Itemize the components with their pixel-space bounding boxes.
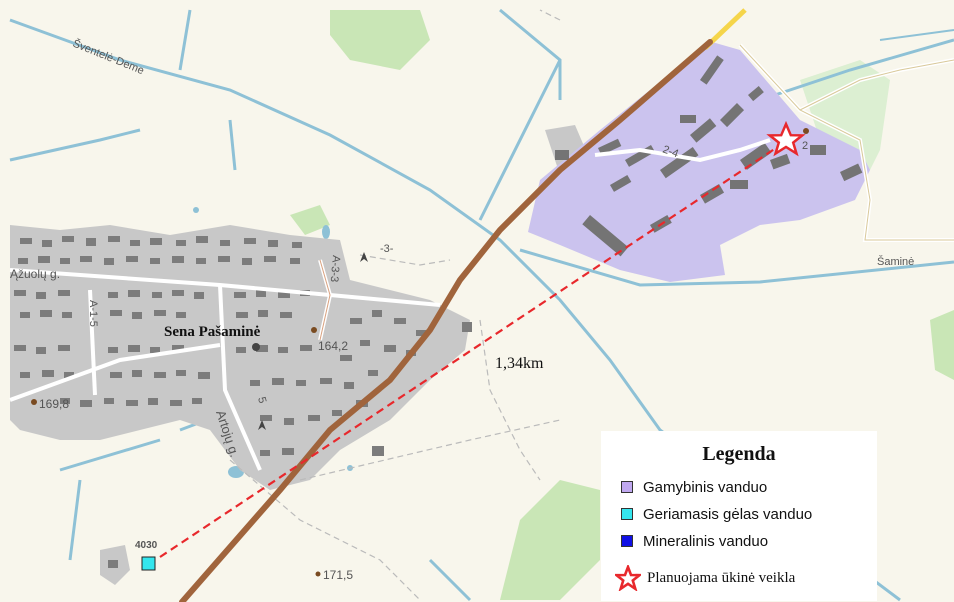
monument-icon-2 <box>258 420 266 430</box>
road-code-a33: A-3-3 <box>328 255 342 283</box>
road-code-a15: A-1-5 <box>87 300 99 327</box>
church-icon <box>252 343 260 351</box>
distance-label: 1,34km <box>495 355 544 372</box>
settlement-buildings <box>14 236 472 568</box>
height-label-1: 169,8 <box>39 397 69 411</box>
planned-activity-star-icon[interactable] <box>766 120 806 157</box>
minor-roads-edges <box>319 44 954 341</box>
height-label-4: 2 <box>802 140 808 152</box>
water-lines <box>9 8 954 602</box>
legend-label: Geriamasis gėlas vanduo <box>643 505 813 523</box>
road-code-3: -3- <box>380 243 394 255</box>
legend: Legenda Gamybinis vanduo Geriamasis gėla… <box>601 431 877 601</box>
industrial-water-swatch <box>621 481 633 493</box>
well-marker[interactable] <box>141 556 156 571</box>
legend-label: Planuojama ūkinė veikla <box>647 569 796 586</box>
road-code-24: 2-4 <box>661 144 680 161</box>
survey-points <box>31 128 809 577</box>
road-code-5: 5 <box>255 396 268 405</box>
legend-item-drinking-water: Geriamasis gėlas vanduo <box>621 504 812 524</box>
legend-item-planned-activity: Planuojama ūkinė veikla <box>615 565 796 591</box>
mineral-water-swatch <box>621 535 633 547</box>
road-label-azuolu: Ąžuolų g. <box>10 267 60 281</box>
star-icon <box>615 565 641 591</box>
legend-item-industrial-water: Gamybinis vanduo <box>621 477 767 497</box>
industrial-area <box>528 42 870 282</box>
place-label: Sena Pašaminė <box>164 324 261 340</box>
well-label: 4030 <box>135 540 158 551</box>
height-label-3: 171,5 <box>323 568 353 582</box>
drinking-water-swatch <box>621 508 633 520</box>
legend-label: Gamybinis vanduo <box>643 478 768 496</box>
legend-label: Mineralinis vanduo <box>643 532 769 550</box>
footpaths <box>229 9 561 601</box>
river-label-samine: Šaminė <box>877 255 914 268</box>
legend-title: Legenda <box>702 443 776 465</box>
monument-icon <box>360 252 368 262</box>
legend-item-mineral-water: Mineralinis vanduo <box>621 531 768 551</box>
height-label-2: 164,2 <box>318 339 348 353</box>
distance-line <box>159 141 786 558</box>
